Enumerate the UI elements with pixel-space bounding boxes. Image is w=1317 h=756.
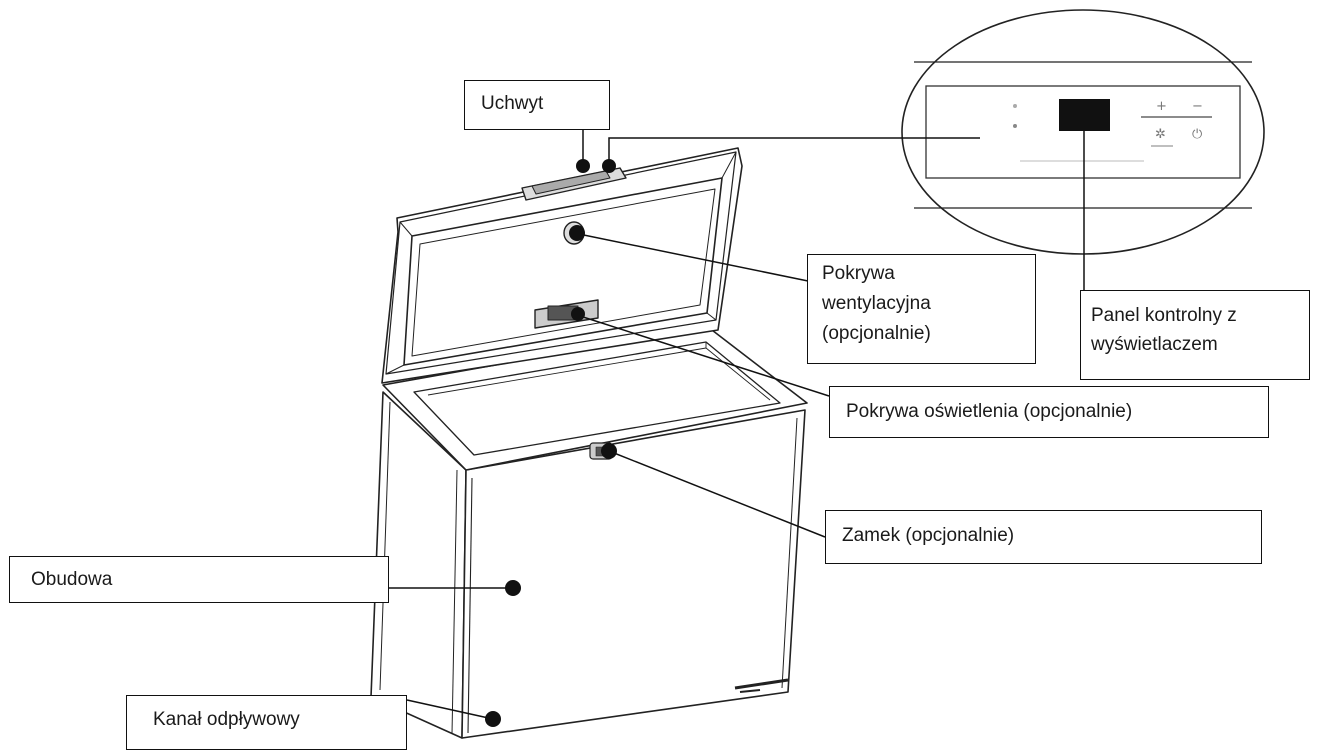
label-light-cover: Pokrywa oświetlenia (opcjonalnie): [829, 386, 1269, 438]
label-vent-cover: Pokrywa wentylacyjna (opcjonalnie): [807, 254, 1036, 364]
control-panel-zoom: + − ✲ ⏻: [901, 9, 1265, 255]
dot-handle-left: [576, 159, 590, 173]
label-control-panel: Panel kontrolny z wyświetlaczem: [1080, 290, 1310, 380]
freezer-cabinet: [370, 326, 808, 739]
dot-housing: [505, 580, 521, 596]
minus-icon[interactable]: −: [1192, 99, 1203, 114]
dot-vent: [569, 225, 585, 241]
dot-lock: [601, 443, 617, 459]
star-icon[interactable]: ✲: [1155, 127, 1166, 142]
dot-handle-right: [602, 159, 616, 173]
arrow-up-icon[interactable]: [1013, 104, 1017, 108]
leader-lines: [389, 126, 1085, 720]
freezer-lid: [381, 147, 743, 460]
label-handle: Uchwyt: [464, 80, 610, 130]
plus-icon[interactable]: +: [1156, 99, 1167, 114]
dot-drain: [485, 711, 501, 727]
label-lock: Zamek (opcjonalnie): [825, 510, 1262, 564]
dot-light: [571, 307, 585, 321]
power-icon[interactable]: ⏻: [1192, 127, 1202, 142]
label-housing: Obudowa: [9, 556, 389, 603]
control-panel-display: [1059, 99, 1110, 131]
cabinet-front: [461, 409, 806, 739]
cabinet-opening: [413, 341, 781, 456]
callout-dots: [485, 159, 617, 727]
arrow-left-icon[interactable]: [1013, 124, 1017, 128]
label-drain: Kanał odpływowy: [126, 695, 407, 750]
